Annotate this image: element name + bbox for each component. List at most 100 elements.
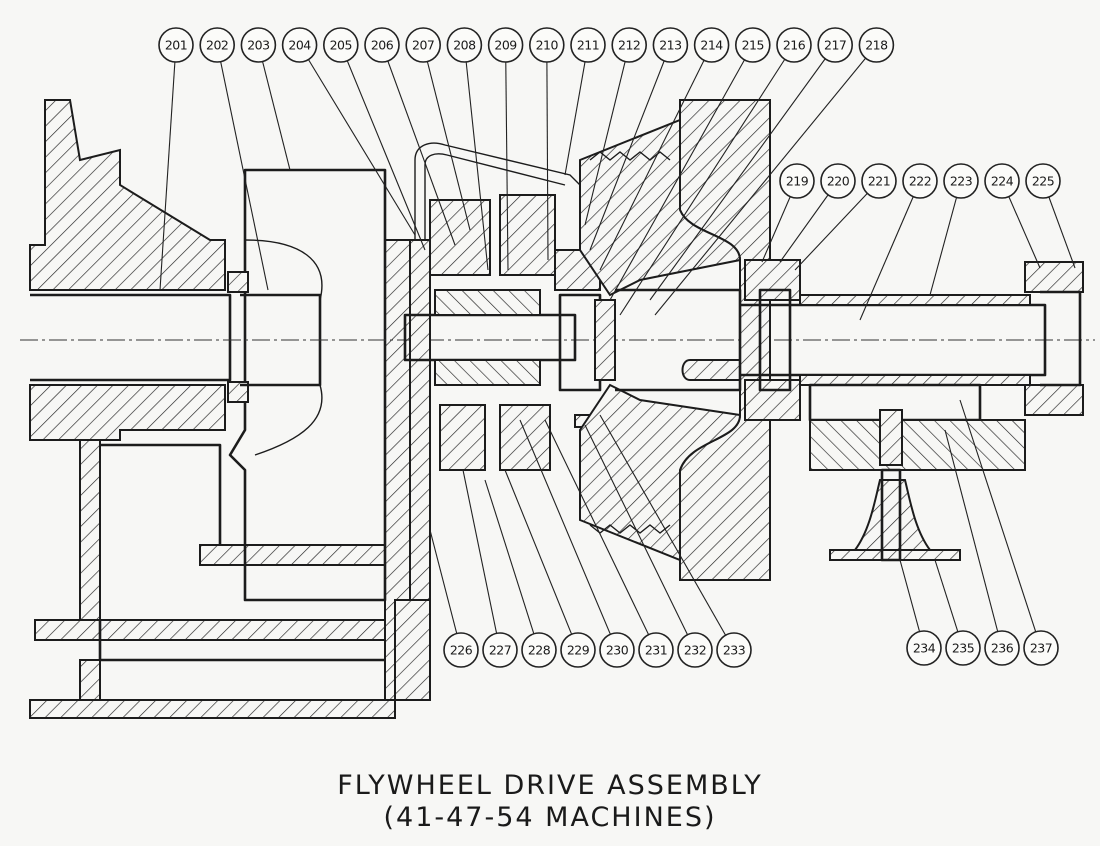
callout-219: 219 (779, 163, 815, 199)
callout-227: 227 (482, 632, 518, 668)
callout-204: 204 (281, 27, 318, 63)
leader-221 (794, 180, 880, 271)
flywheel-pulley (579, 99, 771, 581)
callout-label: 230 (606, 643, 629, 658)
callout-235: 235 (945, 630, 981, 666)
callout-222: 222 (902, 163, 938, 199)
callout-216: 216 (776, 27, 812, 63)
callout-label: 226 (450, 643, 473, 658)
callout-212: 212 (611, 27, 648, 63)
leader-205 (340, 44, 426, 251)
callout-205: 205 (322, 27, 359, 63)
callout-206: 206 (364, 27, 400, 63)
callout-label: 210 (536, 38, 559, 53)
callout-223: 223 (943, 163, 979, 199)
callout-221: 221 (861, 163, 897, 199)
leader-223 (929, 180, 962, 296)
leader-206 (381, 44, 456, 246)
callout-213: 213 (652, 27, 689, 63)
callout-225: 225 (1025, 163, 1061, 199)
callout-203: 203 (240, 27, 277, 63)
callout-237: 237 (1023, 630, 1059, 666)
leader-232 (584, 424, 696, 651)
callout-label: 216 (783, 38, 806, 53)
callout-229: 229 (560, 632, 596, 668)
main-shaft (20, 271, 1095, 403)
callout-label: 234 (913, 641, 936, 656)
callout-label: 222 (909, 174, 931, 189)
leader-207 (422, 44, 471, 231)
diagram-subtitle: (41-47-54 MACHINES) (383, 802, 717, 833)
leader-212 (584, 44, 630, 226)
callout-label: 232 (684, 643, 706, 658)
leader-211 (564, 44, 589, 176)
leader-233 (599, 414, 735, 651)
callout-226: 226 (443, 632, 479, 668)
callout-202: 202 (199, 27, 235, 63)
leader-213 (589, 44, 671, 251)
callout-label: 223 (950, 174, 972, 189)
callout-label: 228 (528, 643, 551, 658)
callout-207: 207 (405, 27, 442, 63)
callout-211: 211 (570, 27, 606, 63)
callout-label: 213 (659, 38, 681, 53)
callout-236: 236 (984, 630, 1020, 666)
callout-label: 206 (371, 38, 394, 53)
leader-227 (462, 469, 501, 651)
callout-label: 215 (742, 38, 764, 53)
callout-218: 218 (858, 27, 895, 63)
leader-230 (519, 419, 618, 651)
callout-label: 233 (723, 643, 745, 658)
callout-201: 201 (158, 27, 194, 63)
callout-208: 208 (446, 27, 483, 63)
diagram-title: FLYWHEEL DRIVE ASSEMBLY (337, 770, 763, 801)
leader-228 (484, 479, 540, 651)
callout-label: 203 (247, 38, 269, 53)
callout-label: 207 (412, 38, 434, 53)
callout-label: 202 (206, 38, 228, 53)
callout-label: 219 (786, 174, 809, 189)
callout-label: 211 (577, 38, 599, 53)
callout-label: 231 (645, 643, 667, 658)
leader-204 (299, 44, 416, 236)
callout-label: 201 (165, 38, 187, 53)
output-shaft (740, 259, 1084, 422)
leader-216 (619, 44, 795, 316)
leader-217 (649, 44, 836, 301)
leader-229 (504, 469, 579, 651)
callout-215: 215 (734, 27, 771, 63)
leader-208 (463, 44, 489, 271)
callout-label: 236 (991, 641, 1014, 656)
leader-lines (159, 44, 1076, 651)
callout-210: 210 (528, 27, 565, 63)
callout-label: 217 (824, 38, 846, 53)
leader-202 (216, 44, 269, 291)
machine-frame (29, 99, 431, 719)
leader-215 (609, 44, 754, 301)
callout-label: 237 (1030, 641, 1052, 656)
leader-210 (546, 44, 549, 261)
callout-label: 205 (330, 38, 352, 53)
leader-222 (859, 180, 921, 321)
leader-231 (544, 419, 657, 651)
leader-214 (599, 44, 713, 271)
callout-label: 208 (453, 38, 476, 53)
callout-label: 235 (952, 641, 974, 656)
callout-label: 225 (1032, 174, 1054, 189)
callout-label: 227 (489, 643, 511, 658)
leader-203 (257, 44, 291, 171)
callout-label: 218 (865, 38, 888, 53)
callout-label: 229 (567, 643, 590, 658)
callout-233: 233 (716, 632, 752, 668)
callout-231: 231 (638, 632, 674, 668)
callout-214: 214 (693, 27, 730, 63)
leader-237 (959, 399, 1042, 649)
base-bracket (809, 409, 1026, 562)
callout-label: 214 (700, 38, 723, 53)
callout-217: 217 (817, 27, 854, 63)
callout-label: 204 (288, 38, 311, 53)
callout-label: 209 (494, 38, 517, 53)
leader-236 (944, 429, 1003, 649)
